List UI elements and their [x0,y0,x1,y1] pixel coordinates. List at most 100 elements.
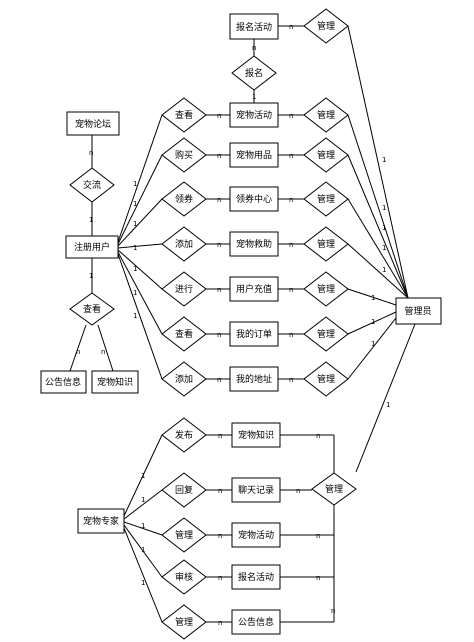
card-rel-supplies: n [217,152,221,160]
entity-chat-records: 聊天记录 [231,477,281,503]
card-user-claim: 1 [133,220,137,228]
entity-my-orders: 我的订单 [229,321,279,347]
relation-review: 审核 [161,559,207,595]
card-activity-manage: n [289,112,293,120]
entity-expert-announcement-label: 公告信息 [238,616,274,628]
edge-manage-recharge-admin [347,288,397,306]
card-user-view-activity: 1 [133,180,137,188]
card-admin-2: 1 [382,204,386,212]
card-expert-manage: 1 [141,522,145,530]
relation-add-rescue-label: 添加 [175,239,193,250]
card-signup-manage: n [289,23,293,31]
relation-manage-signup-label: 管理 [317,20,335,32]
edge-user-recharge [117,249,163,290]
relation-user-view-label: 查看 [83,303,101,315]
card-address-manage: n [289,376,293,384]
card-expert-manage-ann: 1 [141,579,145,587]
card-rel-address: n [217,376,221,384]
entity-signup-activity-label: 报名活动 [236,21,272,33]
card-admin-6: 1 [371,294,375,302]
edge-user-buy [117,154,163,245]
edge-user-view-orders [117,251,163,335]
relation-buy-label: 购买 [175,149,193,161]
entity-pet-knowledge-label: 宠物知识 [97,376,133,388]
card-admin-4: 1 [382,244,386,252]
card-admin-7: 1 [371,318,375,326]
entity-expert-knowledge: 宠物知识 [231,422,281,448]
card-announcement-bracket: n [331,607,335,615]
relation-buy: 购买 [161,137,207,173]
entity-expert-activity: 宠物活动 [231,522,281,548]
card-signup-rel: 1 [252,93,256,101]
entity-expert-knowledge-label: 宠物知识 [238,429,274,441]
entity-registered-user: 注册用户 [65,235,119,259]
card-rel-rescue: n [217,241,221,249]
edge-manage-coupon-admin [347,198,409,299]
card-user-add-address: 1 [133,312,137,320]
relation-manage-address: 管理 [303,361,349,397]
relation-manage-address-label: 管理 [317,373,335,385]
relation-user-view: 查看 [69,292,115,326]
relation-add-address-label: 添加 [175,374,193,385]
card-user-recharge: 1 [133,265,137,273]
relation-manage-supplies: 管理 [303,137,349,173]
relation-manage-signup: 管理 [303,8,349,44]
entity-pet-forum-label: 宠物论坛 [75,118,111,130]
entity-expert-announcement: 公告信息 [231,609,281,635]
entity-pet-supplies-label: 宠物用品 [236,149,272,161]
entity-pet-forum: 宠物论坛 [66,111,120,136]
card-review-signup: n [218,574,222,582]
relation-manage-coupon: 管理 [303,181,349,217]
relation-publish-label: 发布 [175,429,193,441]
relation-admin-manage-chat: 管理 [311,472,357,506]
entity-coupon-center-label: 领券中心 [236,193,272,205]
relation-manage-activity-label: 管理 [317,109,335,121]
entity-coupon-center: 领券中心 [229,186,279,212]
card-chat-manage: n [296,487,300,495]
relation-manage-supplies-label: 管理 [317,149,335,161]
entity-expert-activity-label: 宠物活动 [238,529,274,541]
card-admin-chat: 1 [386,401,390,409]
edge-manage-activity-admin [347,114,409,299]
card-admin-5: 1 [382,266,386,274]
edge-manage-address-admin [347,317,397,380]
card-coupon-manage: n [289,196,293,204]
relation-signup: 报名 [231,55,277,91]
edge-user-claim [117,198,163,247]
card-rel-recharge: n [217,286,221,294]
entity-pet-expert: 宠物专家 [77,508,125,534]
card-rel-orders: n [217,331,221,339]
card-admin-8: 1 [371,340,375,348]
card-exchange-user: 1 [89,216,93,224]
edges [69,25,416,623]
relation-expert-manage-ann: 管理 [161,604,207,640]
entity-my-address-label: 我的地址 [236,373,272,385]
card-admin-1: 1 [382,156,386,164]
relation-exchange-label: 交流 [83,179,101,191]
edge-manage-signup-admin [347,25,409,299]
card-rel-coupon: n [217,196,221,204]
relation-manage-rescue-label: 管理 [317,238,335,250]
card-reply-chat: n [218,487,222,495]
relation-manage-rescue: 管理 [303,226,349,262]
entity-admin: 管理员 [395,297,442,325]
entity-user-recharge: 用户充值 [229,276,279,302]
card-orders-manage: n [289,331,293,339]
relation-admin-manage-chat-label: 管理 [325,483,343,495]
edge-user-add-address [117,253,163,380]
relation-manage-recharge-label: 管理 [317,283,335,295]
relation-signup-label: 报名 [245,67,263,79]
edge-view-knowledge [97,324,114,372]
cardinality-labels: n 1 1 n n 1 1 1 1 1 1 1 n n n n n n n n … [76,23,390,627]
relation-view-activity-label: 查看 [175,109,193,121]
relation-view-orders: 查看 [161,316,207,352]
entity-pet-activity-label: 宠物活动 [236,109,272,121]
entity-pet-rescue-label: 宠物救助 [236,238,272,250]
card-signup-bracket: n [316,574,320,582]
entity-pet-expert-label: 宠物专家 [83,515,119,527]
entity-admin-label: 管理员 [404,305,431,317]
entity-signup-activity: 报名活动 [229,13,279,40]
relation-manage-recharge: 管理 [303,271,349,307]
